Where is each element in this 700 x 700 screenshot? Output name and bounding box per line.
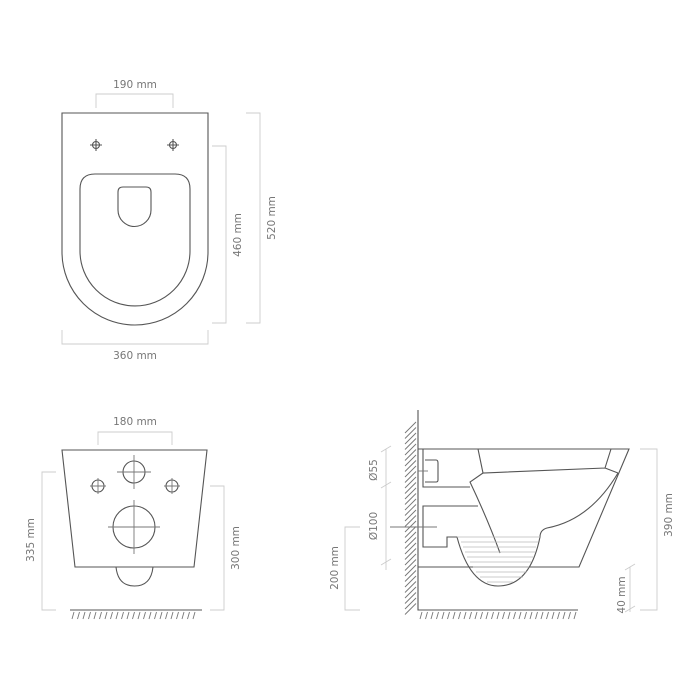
top-view: 190 mm 360 mm 460 mm 520 mm (61, 79, 278, 362)
dimension-line-180 (97, 431, 173, 445)
inlet-box (422, 449, 470, 488)
dim-label-520: 520 mm (266, 196, 278, 240)
dimension-line-390 (640, 448, 658, 611)
dimension-line-300 (210, 485, 225, 611)
dimension-line-460 (212, 145, 227, 324)
top-view-outline (61, 112, 209, 326)
floor-hatch (419, 611, 577, 620)
dim-label-300: 300 mm (230, 526, 242, 570)
side-view: Ø55 Ø100 200 mm 390 mm 40 mm (329, 410, 675, 620)
dim-label-o55: Ø55 (368, 459, 380, 481)
inlet-connector (425, 459, 439, 483)
wall-line (417, 410, 578, 611)
front-view: 180 mm 335 mm 300 mm (25, 416, 242, 620)
dimension-line-200 (344, 526, 360, 611)
dim-label-180: 180 mm (113, 416, 157, 428)
dim-label-200: 200 mm (329, 546, 341, 590)
dim-label-40: 40 mm (616, 576, 628, 613)
inlet-hole (117, 455, 151, 489)
wall-hatch (404, 421, 417, 615)
mounting-hole-right (164, 478, 180, 494)
dimension-line-520 (246, 112, 261, 324)
dimension-line-335 (41, 471, 56, 611)
dimension-line-diameters (380, 445, 392, 570)
dim-label-390: 390 mm (663, 493, 675, 537)
seat-bump (115, 566, 154, 587)
dim-label-190: 190 mm (113, 79, 157, 91)
bowl-front-curve (469, 472, 501, 554)
dimension-line-40 (624, 563, 636, 613)
dimension-line-190 (95, 93, 174, 108)
bowl-trap (422, 472, 619, 587)
mounting-hole-left (90, 139, 102, 151)
mounting-hole-left (90, 478, 106, 494)
dim-label-o100: Ø100 (368, 512, 380, 540)
water-level-lines (457, 536, 540, 583)
mounting-hole-right (167, 139, 179, 151)
front-view-outline (61, 449, 208, 568)
dim-label-335: 335 mm (25, 518, 37, 562)
floor-hatch (71, 611, 196, 620)
lid-outline (117, 186, 152, 228)
outlet-hole (108, 500, 160, 554)
dimension-line-360 (61, 330, 209, 345)
side-view-outline (418, 448, 630, 568)
dim-label-360: 360 mm (113, 350, 157, 362)
dim-label-460: 460 mm (232, 213, 244, 257)
seat-outline (79, 173, 191, 307)
seat-profile (477, 448, 619, 474)
